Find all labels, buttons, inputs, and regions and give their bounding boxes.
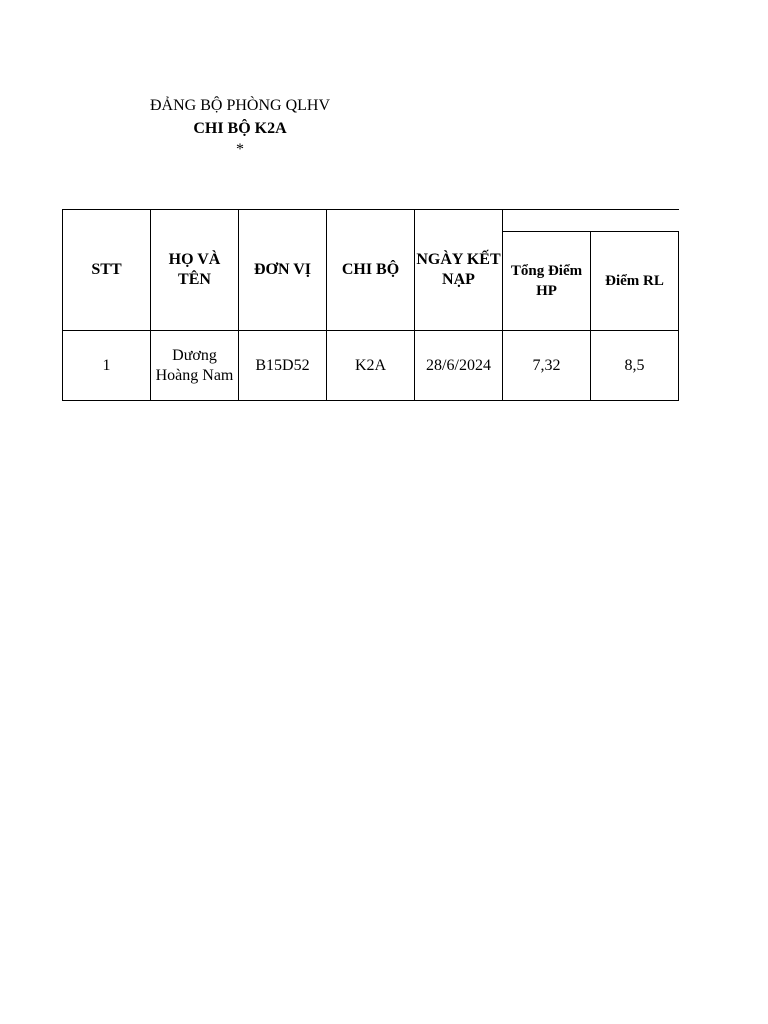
header-mark: *: [236, 141, 244, 158]
column-header-stt: STT: [62, 209, 151, 331]
cell-ngay-ket-nap: 28/6/2024: [414, 330, 503, 401]
table-row: 1 Dương Hoàng Nam B15D52 K2A 28/6/2024 7…: [62, 330, 679, 401]
cell-chi-bo: K2A: [326, 330, 415, 401]
table-header-row: STT HỌ VÀ TÊN ĐƠN VỊ CHI BỘ NGÀY KẾT NẠP: [62, 209, 679, 331]
record-table: STT HỌ VÀ TÊN ĐƠN VỊ CHI BỘ NGÀY KẾT NẠP…: [62, 209, 679, 401]
unit-title: CHI BỘ K2A: [193, 120, 287, 137]
column-group-header: [502, 209, 679, 232]
column-header-don-vi: ĐƠN VỊ: [238, 209, 327, 331]
column-header-ngay-ket-nap: NGÀY KẾT NẠP: [414, 209, 503, 331]
cell-don-vi: B15D52: [238, 330, 327, 401]
record-table-wrapper: STT HỌ VÀ TÊN ĐƠN VỊ CHI BỘ NGÀY KẾT NẠP…: [62, 209, 679, 401]
column-header-diem-rl: Điểm RL: [590, 231, 679, 331]
organization-title: ĐẢNG BỘ PHÒNG QLHV: [150, 97, 330, 114]
cell-name: Dương Hoàng Nam: [150, 330, 239, 401]
column-header-name: HỌ VÀ TÊN: [150, 209, 239, 331]
column-header-tong-diem-hp: Tổng Điểm HP: [502, 231, 591, 331]
document-header: ĐẢNG BỘ PHÒNG QLHV CHI BỘ K2A *: [130, 94, 350, 160]
table-subheader-row: Tổng Điểm HP Điểm RL: [63, 231, 679, 331]
column-header-chi-bo: CHI BỘ: [326, 209, 415, 331]
cell-stt: 1: [62, 330, 151, 401]
cell-diem-rl: 8,5: [590, 330, 679, 401]
cell-tong-diem-hp: 7,32: [502, 330, 591, 401]
